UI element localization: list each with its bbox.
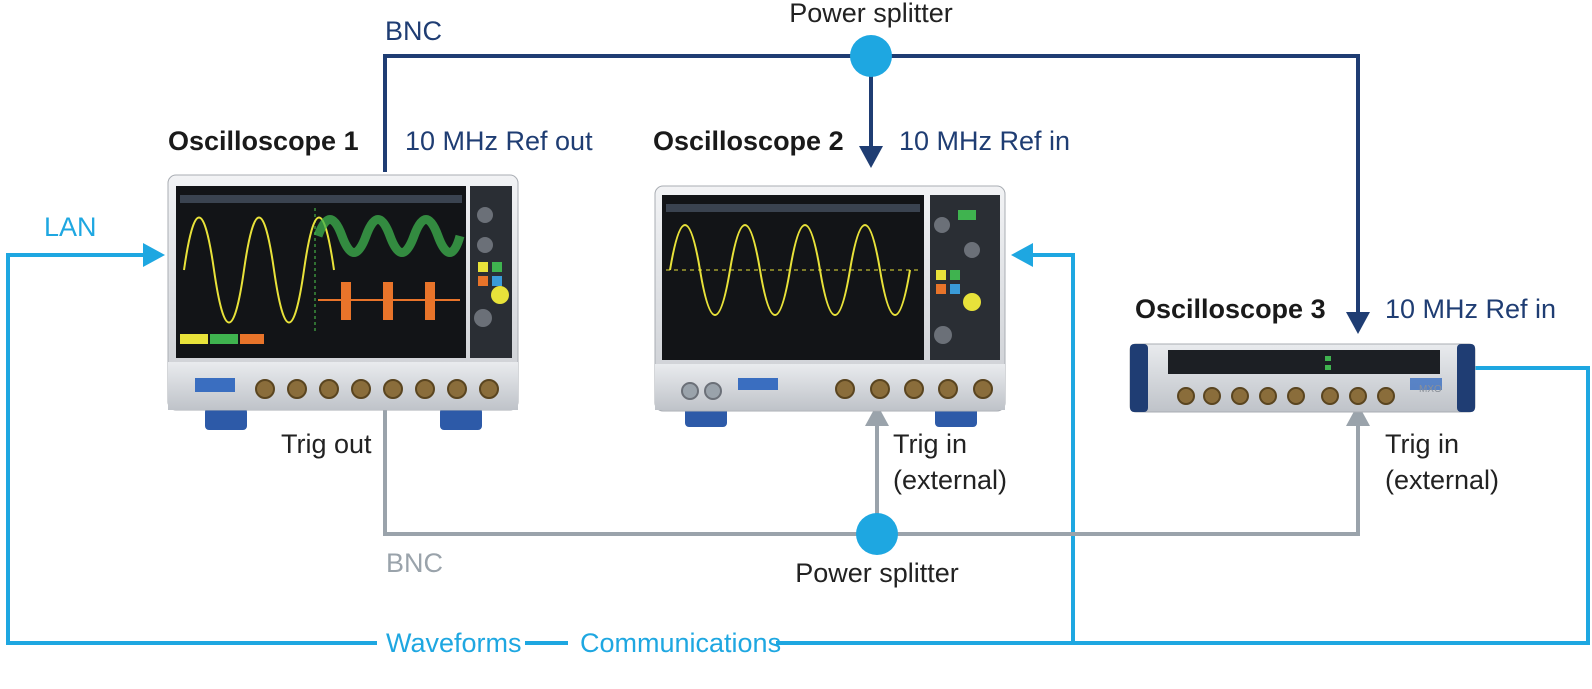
lan-bus-right (776, 366, 1590, 645)
oscilloscope-1 (167, 174, 519, 430)
lan-arrow-scope1 (143, 243, 165, 267)
ref-arrowheads (859, 146, 1370, 334)
trig-arrow-scope2 (865, 404, 889, 426)
scope1-trig-out-label: Trig out (281, 429, 372, 459)
ref-arrow-scope2 (859, 146, 883, 168)
ref-arrow-scope3 (1346, 312, 1370, 334)
communications-label: Communications (580, 628, 781, 658)
lan-bus-left (6, 253, 377, 645)
scope2-title: Oscilloscope 2 (653, 126, 844, 156)
scope3-trig-in-label: Trig in (1385, 429, 1459, 459)
oscilloscope-3: MXO (1129, 343, 1476, 413)
scope2-trig-in-label: Trig in (893, 429, 967, 459)
ref-splitter-node (850, 35, 892, 77)
lan-arrow-scope2 (1011, 243, 1033, 267)
waveforms-label: Waveforms (386, 628, 522, 658)
ref-bnc-label: BNC (385, 16, 442, 46)
lan-label: LAN (44, 212, 97, 242)
lan-branch-scope2 (1031, 253, 1075, 643)
scope1-ref-out-label: 10 MHz Ref out (405, 126, 593, 156)
scope2-trig-external-label: (external) (893, 465, 1007, 495)
ref-splitter-label: Power splitter (789, 0, 953, 28)
scope2-ref-in-label: 10 MHz Ref in (899, 126, 1070, 156)
trig-arrow-scope3 (1346, 404, 1370, 426)
lan-network (6, 253, 1590, 645)
scope1-title: Oscilloscope 1 (168, 126, 359, 156)
scope3-brand-mark: MXO (1419, 384, 1442, 395)
scope3-ref-in-label: 10 MHz Ref in (1385, 294, 1556, 324)
trig-splitter-node (856, 513, 898, 555)
oscilloscope-2 (654, 185, 1006, 427)
scope3-title: Oscilloscope 3 (1135, 294, 1326, 324)
trig-arrowheads (865, 404, 1370, 426)
trig-splitter-label: Power splitter (795, 558, 959, 588)
trig-bnc-label: BNC (386, 548, 443, 578)
scope3-trig-external-label: (external) (1385, 465, 1499, 495)
